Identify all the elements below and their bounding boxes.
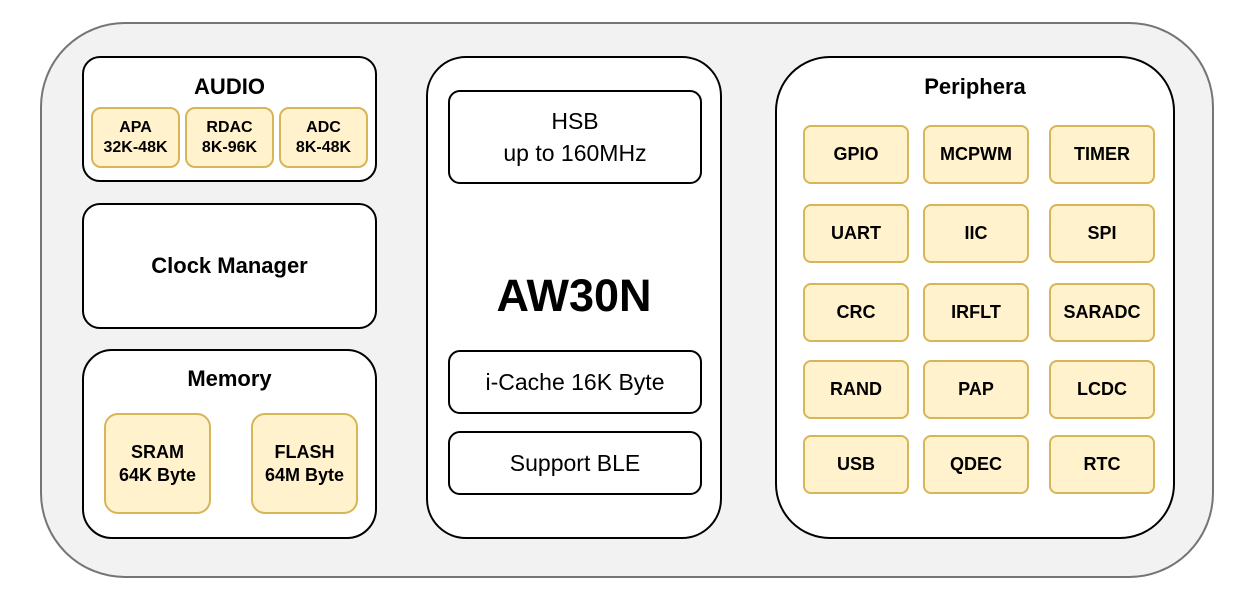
- clock-manager-title: Clock Manager: [151, 253, 308, 278]
- peripheral-timer: TIMER: [1049, 125, 1155, 184]
- icache-label: i-Cache 16K Byte: [485, 368, 665, 395]
- audio-block-range: 8K-96K: [201, 138, 258, 156]
- peripheral-spi: SPI: [1049, 204, 1155, 263]
- peripheral-pap: PAP: [923, 360, 1029, 419]
- peripheral-title: Periphera: [924, 74, 1026, 99]
- audio-block-apa: APA 32K-48K: [91, 107, 180, 168]
- memory-panel: Memory SRAM 64K Byte FLASH 64M Byte: [82, 349, 377, 539]
- peripheral-irflt: IRFLT: [923, 283, 1029, 342]
- peripheral-iic: IIC: [923, 204, 1029, 263]
- peripheral-mcpwm: MCPWM: [923, 125, 1029, 184]
- memory-block-size: 64K Byte: [118, 464, 197, 485]
- peripheral-uart: UART: [803, 204, 909, 263]
- peripheral-lcdc: LCDC: [1049, 360, 1155, 419]
- peripheral-usb: USB: [803, 435, 909, 494]
- memory-block-name: FLASH: [274, 442, 335, 462]
- audio-block-name: APA: [119, 118, 152, 136]
- hsb-bus-speed: up to 160MHz: [503, 140, 647, 166]
- peripheral-gpio: GPIO: [803, 125, 909, 184]
- peripheral-qdec: QDEC: [923, 435, 1029, 494]
- peripheral-rand: RAND: [803, 360, 909, 419]
- audio-block-range: 32K-48K: [103, 138, 168, 156]
- core-panel: HSB up to 160MHz AW30N i-Cache 16K Byte …: [426, 56, 722, 539]
- chip-name: AW30N: [496, 270, 652, 321]
- ble-label: Support BLE: [509, 449, 641, 476]
- audio-block-rdac: RDAC 8K-96K: [185, 107, 274, 168]
- icache-box: i-Cache 16K Byte: [448, 350, 702, 414]
- audio-block-name: RDAC: [206, 118, 253, 136]
- audio-block-name: ADC: [306, 118, 341, 136]
- memory-block-flash: FLASH 64M Byte: [251, 413, 358, 514]
- clock-manager-panel: Clock Manager: [82, 203, 377, 329]
- audio-panel: AUDIO APA 32K-48K RDAC 8K-96K ADC 8K-48K: [82, 56, 377, 182]
- hsb-bus-name: HSB: [551, 107, 599, 134]
- memory-block-sram: SRAM 64K Byte: [104, 413, 211, 514]
- memory-block-name: SRAM: [131, 442, 184, 462]
- memory-block-size: 64M Byte: [264, 464, 345, 485]
- ble-box: Support BLE: [448, 431, 702, 495]
- audio-block-adc: ADC 8K-48K: [279, 107, 368, 168]
- audio-title: AUDIO: [194, 74, 265, 99]
- peripheral-crc: CRC: [803, 283, 909, 342]
- peripheral-rtc: RTC: [1049, 435, 1155, 494]
- memory-title: Memory: [187, 366, 272, 391]
- audio-block-range: 8K-48K: [295, 138, 352, 156]
- hsb-bus-box: HSB up to 160MHz: [448, 90, 702, 184]
- peripheral-saradc: SARADC: [1049, 283, 1155, 342]
